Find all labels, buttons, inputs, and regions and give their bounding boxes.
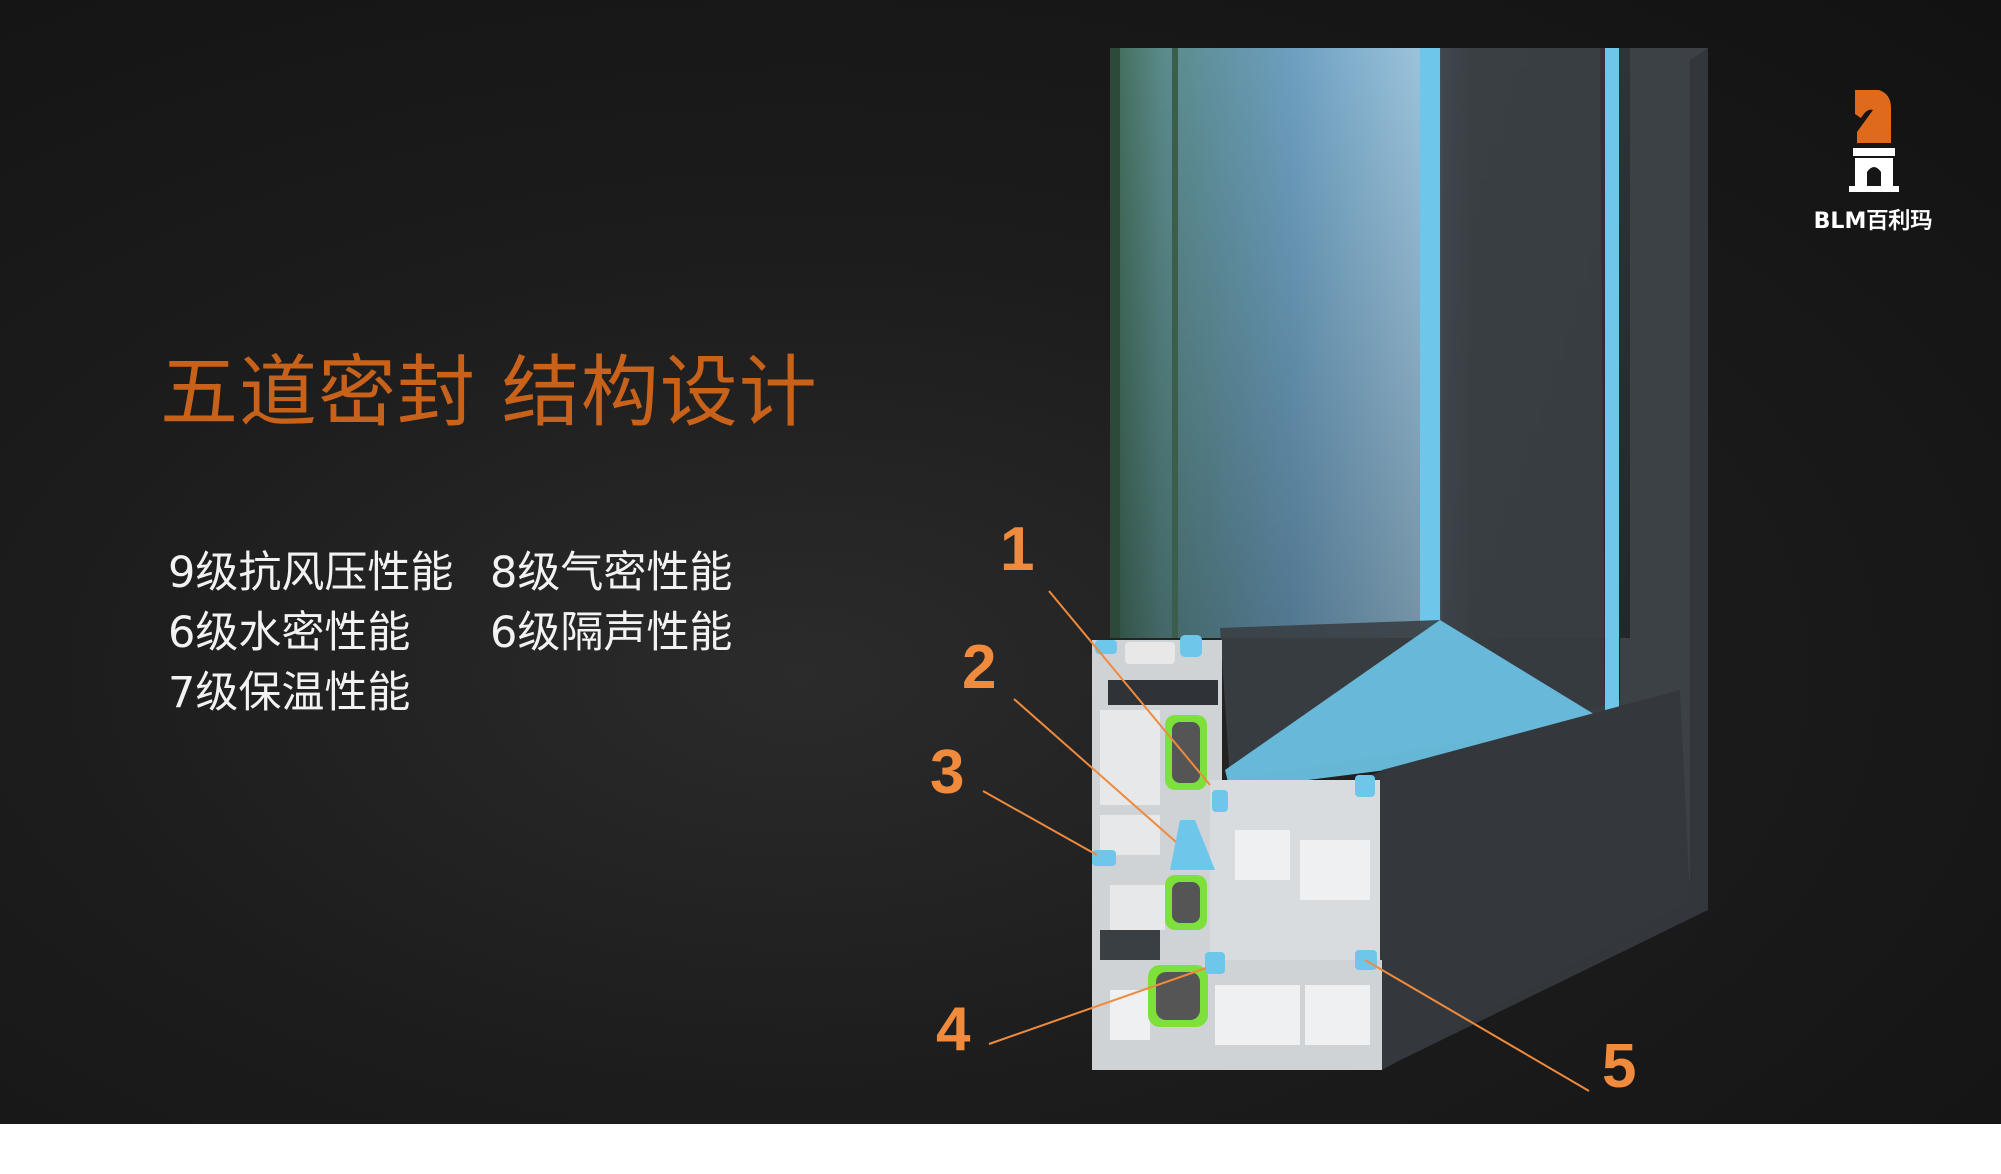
callout-3: 3 — [930, 738, 964, 807]
callout-line-1 — [1048, 590, 1211, 786]
spec-sound-insulation: 6级隔声性能 — [490, 608, 733, 658]
spec-wind-pressure: 9级抗风压性能 — [168, 548, 454, 598]
slide-title: 五道密封 结构设计 — [160, 348, 818, 438]
window-cross-section-illustration: 1 2 3 4 5 — [930, 48, 1708, 1101]
brand-logo: BLM百利玛 — [1808, 88, 1938, 235]
callout-line-2 — [1013, 698, 1177, 843]
callout-lines — [982, 590, 1590, 1092]
slide: 1 2 3 4 5 五道密封 结构设计 9级抗风压性能 8级气密性能 6级水密性… — [0, 0, 2001, 1124]
callout-4: 4 — [936, 995, 971, 1064]
callout-line-5 — [1364, 959, 1590, 1092]
callout-2: 2 — [962, 633, 996, 702]
logo-text: BLM百利玛 — [1813, 209, 1933, 234]
callout-1: 1 — [1000, 515, 1034, 584]
callout-5: 5 — [1602, 1032, 1636, 1101]
callout-line-3 — [982, 790, 1098, 856]
spec-air-tightness: 8级气密性能 — [490, 548, 733, 598]
knight-tower-logo-icon — [1849, 90, 1899, 192]
spec-thermal-insulation: 7级保温性能 — [168, 668, 411, 718]
spec-water-tightness: 6级水密性能 — [168, 608, 411, 658]
thermal-break-strips — [1148, 715, 1208, 1027]
seal-gaskets — [1092, 635, 1377, 974]
callout-line-4 — [988, 967, 1207, 1045]
